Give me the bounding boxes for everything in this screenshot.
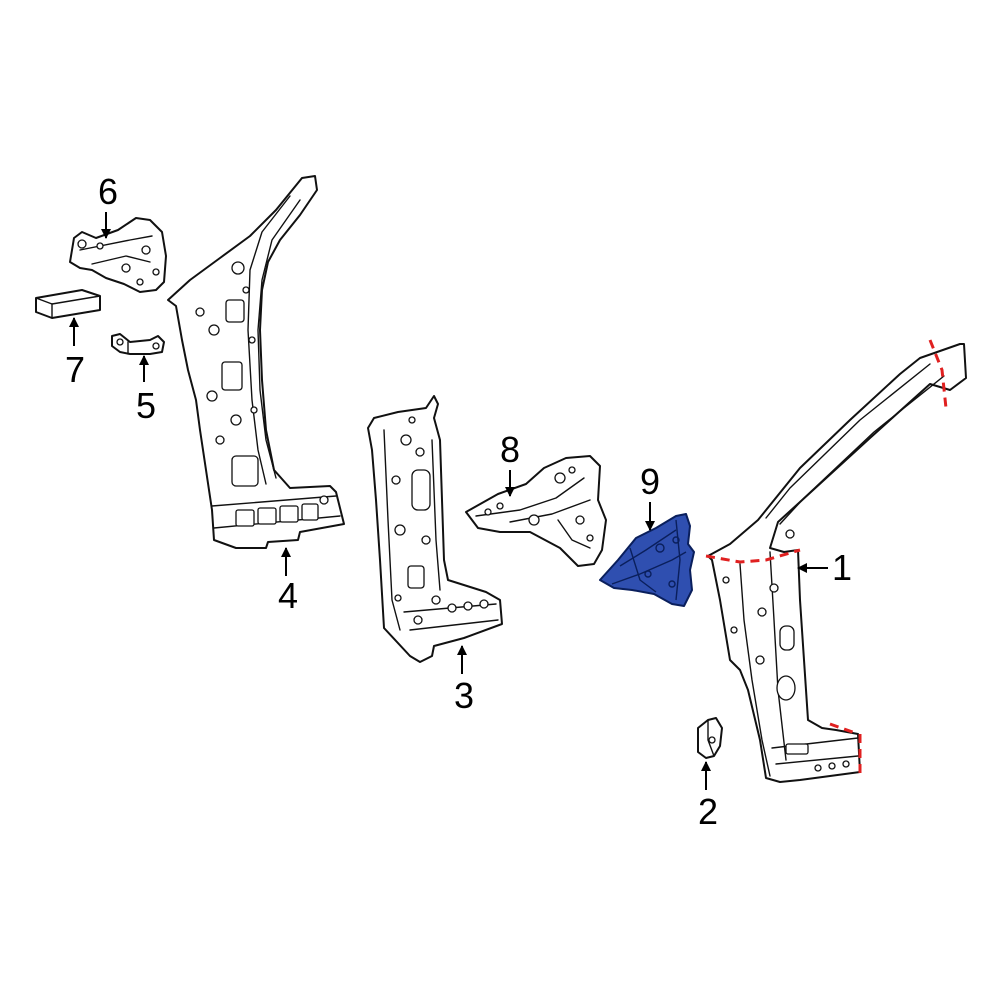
part-1-pillar-outer[interactable]: [707, 343, 967, 783]
callout-6: 6: [98, 171, 118, 212]
callout-5: 5: [136, 385, 156, 426]
part-5-hinge-bracket[interactable]: [111, 333, 165, 355]
callout-1: 1: [832, 547, 852, 588]
part-4-inner-pillar[interactable]: [167, 175, 345, 549]
callout-9: 9: [640, 461, 660, 502]
part-2-small-bracket[interactable]: [697, 717, 723, 759]
part-3-center-pillar[interactable]: [367, 395, 503, 663]
cut-line-bottom-diag: [829, 722, 859, 736]
callout-8: 8: [500, 429, 520, 470]
callout-4: 4: [278, 575, 298, 616]
part-7-foam-block[interactable]: [35, 289, 101, 319]
callout-2: 2: [698, 791, 718, 832]
cut-line-middle: [705, 548, 801, 564]
part-8-lower-bracket[interactable]: [465, 455, 607, 567]
part-6-upper-gusset[interactable]: [69, 217, 167, 293]
part-9-highlighted-plate[interactable]: [599, 513, 695, 607]
callout-3: 3: [454, 675, 474, 716]
cut-line-top: [928, 339, 948, 409]
callout-7: 7: [65, 349, 85, 390]
